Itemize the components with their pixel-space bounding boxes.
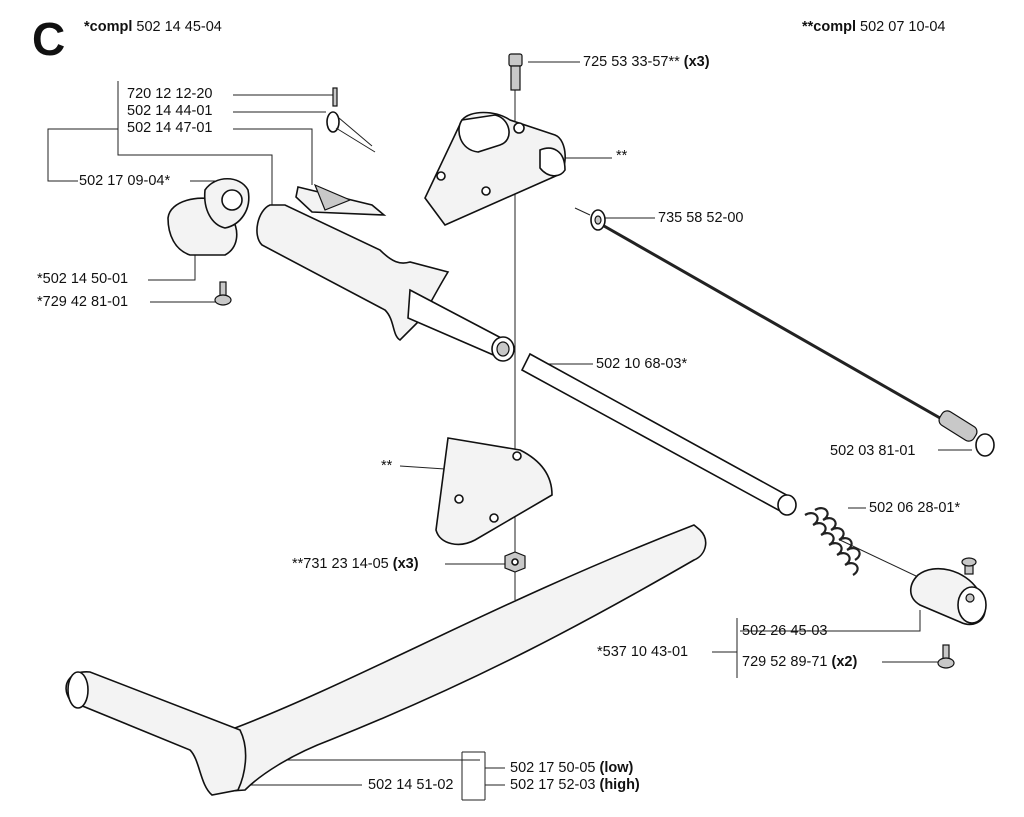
coupling-part <box>909 557 987 626</box>
part-label-compl-marker-lower: ** <box>381 458 393 474</box>
part-quantity: (x2) <box>831 654 858 670</box>
part-label-729-52-89-71: 729 52 89-71 (x2) <box>742 654 857 671</box>
control-cable-part <box>603 224 995 457</box>
part-label-502-17-50-05: 502 17 50-05 (low) <box>510 760 633 777</box>
part-label-502-14-47-01: 502 14 47-01 <box>127 120 213 136</box>
header-right-number: 502 07 10-04 <box>860 19 946 35</box>
handle-grip-part <box>256 204 515 362</box>
part-label-735-58-52-00: 735 58 52-00 <box>658 210 744 226</box>
part-label-502-10-68-03: 502 10 68-03* <box>596 356 688 372</box>
throttle-trigger-part <box>295 183 387 216</box>
part-quantity: (x3) <box>392 556 419 572</box>
part-label-502-03-81-01: 502 03 81-01 <box>830 443 916 459</box>
part-label-502-14-44-01: 502 14 44-01 <box>127 103 213 119</box>
screw-left-part <box>214 281 232 306</box>
part-label-502-17-09-04: 502 17 09-04* <box>79 173 171 189</box>
lower-clamp-part <box>435 437 553 546</box>
part-label-502-14-50-01: *502 14 50-01 <box>37 271 129 287</box>
shaft-tube-part <box>520 352 797 516</box>
part-quantity: (x3) <box>683 54 710 70</box>
part-quantity: (high) <box>599 777 640 793</box>
part-number: **731 23 14-05 <box>292 556 389 572</box>
part-label-731-23-14-05: **731 23 14-05 (x3) <box>292 556 419 573</box>
part-label-compl-marker-upper: ** <box>616 148 628 164</box>
part-label-720-12-12-20: 720 12 12-20 <box>127 86 213 102</box>
section-letter: C <box>32 13 66 65</box>
upper-clamp-part <box>424 111 566 226</box>
washer-part <box>590 209 606 231</box>
nut-part <box>504 551 526 573</box>
header-left-prefix: *compl <box>84 19 133 35</box>
part-label-502-14-51-02: 502 14 51-02 <box>368 777 454 793</box>
part-number: 725 53 33-57** <box>583 54 680 70</box>
screw-right-part <box>937 644 955 669</box>
header-right: **compl 502 07 10-04 <box>802 19 946 36</box>
part-label-502-17-52-03: 502 17 52-03 (high) <box>510 777 640 794</box>
spring-clip-part <box>326 87 376 153</box>
part-label-725-53-33-57: 725 53 33-57** (x3) <box>583 54 710 71</box>
part-number: 502 17 52-03 <box>510 777 596 793</box>
spring-part <box>804 507 861 576</box>
header-left-number: 502 14 45-04 <box>136 19 222 35</box>
part-label-502-26-45-03: 502 26 45-03 <box>742 623 828 639</box>
screw-top-part <box>508 53 523 91</box>
part-number: 729 52 89-71 <box>742 654 828 670</box>
part-quantity: (low) <box>599 760 634 776</box>
header-right-prefix: **compl <box>802 19 856 35</box>
part-label-729-42-81-01: *729 42 81-01 <box>37 294 129 310</box>
loop-handle-bar-part <box>65 524 707 796</box>
part-label-502-06-28-01: 502 06 28-01* <box>869 500 961 516</box>
header-left: *compl 502 14 45-04 <box>84 19 222 36</box>
part-label-537-10-43-01: *537 10 43-01 <box>597 644 689 660</box>
part-number: 502 17 50-05 <box>510 760 596 776</box>
throttle-housing-part <box>167 177 250 256</box>
